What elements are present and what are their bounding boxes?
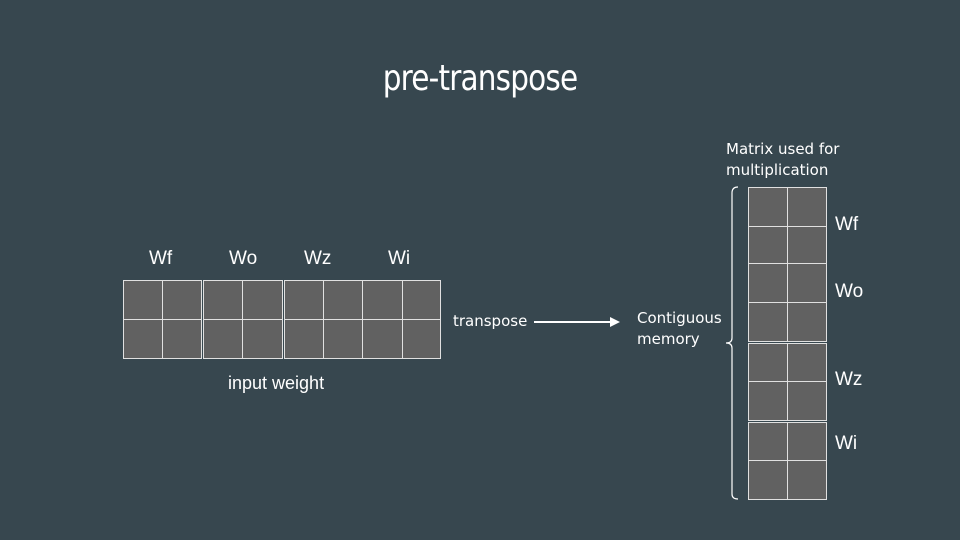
input-label-wo: Wo xyxy=(229,248,258,269)
matrix-label-wz: Wz xyxy=(835,369,863,390)
matrix-label-wi: Wi xyxy=(835,433,858,454)
input-cell xyxy=(242,319,283,359)
matrix-label-wo: Wo xyxy=(835,281,864,302)
matrix-cell xyxy=(748,381,788,421)
matrix-cell xyxy=(787,263,827,303)
matrix-cell xyxy=(787,460,827,500)
page-title: pre-transpose xyxy=(382,58,578,99)
input-cell xyxy=(242,280,283,320)
input-cell xyxy=(362,319,403,359)
input-cell xyxy=(162,319,202,359)
input-cell xyxy=(402,280,441,320)
matrix-caption-line-1: Matrix used for xyxy=(726,140,840,158)
matrix-label-wf: Wf xyxy=(835,214,859,235)
matrix-cell xyxy=(748,422,788,461)
contiguous-memory-label: Contiguous memory xyxy=(637,308,722,350)
input-cell xyxy=(284,280,324,320)
matrix-cell xyxy=(748,263,788,303)
input-label-wz: Wz xyxy=(304,248,332,269)
transpose-label: transpose xyxy=(453,312,528,330)
matrix-cell xyxy=(748,226,788,264)
input-label-wf: Wf xyxy=(149,248,173,269)
matrix-cell xyxy=(787,343,827,382)
matrix-cell xyxy=(748,343,788,382)
matrix-cell xyxy=(787,187,827,227)
input-cell xyxy=(203,319,243,359)
input-cell xyxy=(323,319,363,359)
matrix-cell xyxy=(787,302,827,342)
input-cell xyxy=(402,319,441,359)
bracket xyxy=(725,186,739,500)
contiguous-line-1: Contiguous xyxy=(637,309,722,327)
contiguous-line-2: memory xyxy=(637,330,700,348)
matrix-caption-line-2: multiplication xyxy=(726,161,829,179)
matrix-cell xyxy=(787,422,827,461)
matrix-cell xyxy=(787,381,827,421)
input-weight-caption: input weight xyxy=(228,373,325,393)
matrix-cell xyxy=(748,302,788,342)
matrix-cell xyxy=(748,187,788,227)
input-cell xyxy=(162,280,202,320)
matrix-caption: Matrix used for multiplication xyxy=(726,139,839,181)
matrix-cell xyxy=(748,460,788,500)
matrix-cell xyxy=(787,226,827,264)
arrow-head-icon xyxy=(610,317,620,327)
input-label-wi: Wi xyxy=(388,248,411,269)
